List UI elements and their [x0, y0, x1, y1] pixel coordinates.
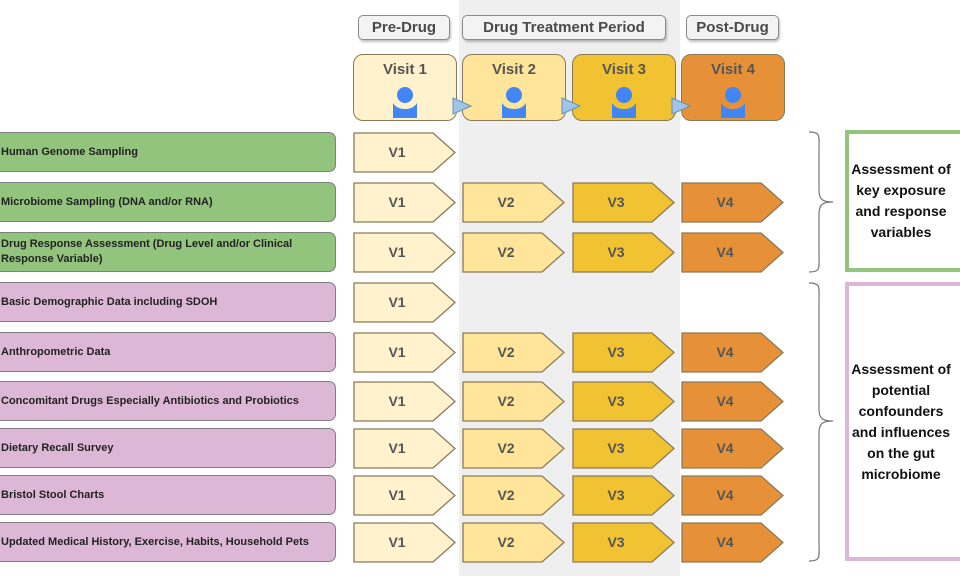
- chevron-label: V2: [497, 344, 515, 360]
- row-label: Dietary Recall Survey: [0, 428, 336, 468]
- phase-pre-drug: Pre-Drug: [358, 15, 450, 40]
- visit-chevron-v1: V1: [353, 475, 457, 516]
- visit-chevron-v1: V1: [353, 132, 457, 173]
- chevron-label: V1: [388, 194, 406, 210]
- visit-chevron-v1: V1: [353, 522, 457, 563]
- chevron-label: V3: [607, 534, 625, 550]
- chevron-label: V1: [388, 244, 406, 260]
- visit-card-4: Visit 4: [681, 54, 785, 121]
- chevron-label: V2: [497, 534, 515, 550]
- visit-chevron-v1: V1: [353, 381, 457, 422]
- chevron-label: V4: [716, 440, 734, 456]
- visit-chevron-v3: V3: [572, 232, 676, 273]
- visit-chevron-v2: V2: [462, 232, 566, 273]
- visit-chevron-v1: V1: [353, 282, 457, 323]
- row-label: Drug Response Assessment (Drug Level and…: [0, 232, 336, 272]
- chevron-label: V2: [497, 487, 515, 503]
- visit-label: Visit 2: [492, 61, 536, 78]
- visit-chevron-v1: V1: [353, 232, 457, 273]
- visit-chevron-v1: V1: [353, 428, 457, 469]
- chevron-label: V2: [497, 244, 515, 260]
- chevron-label: V4: [716, 344, 734, 360]
- key-variables-text: Assessment of key exposure and response …: [851, 161, 951, 240]
- chevron-label: V1: [388, 144, 406, 160]
- row-label: Updated Medical History, Exercise, Habit…: [0, 522, 336, 562]
- chevron-label: V2: [497, 440, 515, 456]
- chevron-label: V4: [716, 194, 734, 210]
- visit-chevron-v2: V2: [462, 428, 566, 469]
- visit-chevron-v4: V4: [681, 428, 785, 469]
- confounders-text: Assessment of potential confounders and …: [851, 360, 951, 482]
- flow-arrow-icon: [671, 97, 692, 120]
- phase-drug-treatment: Drug Treatment Period: [462, 15, 666, 40]
- visit-chevron-v3: V3: [572, 381, 676, 422]
- key-variables-box: Assessment of key exposure and response …: [845, 130, 960, 272]
- visit-chevron-v3: V3: [572, 475, 676, 516]
- chevron-label: V4: [716, 244, 734, 260]
- chevron-label: V3: [607, 244, 625, 260]
- chevron-label: V4: [716, 534, 734, 550]
- visit-label: Visit 4: [711, 61, 755, 78]
- chevron-label: V1: [388, 440, 406, 456]
- chevron-label: V2: [497, 194, 515, 210]
- visit-chevron-v4: V4: [681, 522, 785, 563]
- row-label: Basic Demographic Data including SDOH: [0, 282, 336, 322]
- chevron-label: V3: [607, 393, 625, 409]
- person-icon: [501, 86, 527, 123]
- flow-arrow-icon: [561, 97, 582, 120]
- visit-chevron-v3: V3: [572, 182, 676, 223]
- row-label: Anthropometric Data: [0, 332, 336, 372]
- visit-chevron-v2: V2: [462, 381, 566, 422]
- chevron-label: V1: [388, 294, 406, 310]
- flow-arrow-icon: [452, 97, 473, 120]
- chevron-label: V1: [388, 534, 406, 550]
- visit-chevron-v4: V4: [681, 475, 785, 516]
- row-label: Human Genome Sampling: [0, 132, 336, 172]
- visit-chevron-v4: V4: [681, 232, 785, 273]
- chevron-label: V4: [716, 393, 734, 409]
- visit-card-1: Visit 1: [353, 54, 457, 121]
- chevron-label: V3: [607, 440, 625, 456]
- visit-chevron-v2: V2: [462, 522, 566, 563]
- row-label: Concomitant Drugs Especially Antibiotics…: [0, 381, 336, 421]
- confounders-box: Assessment of potential confounders and …: [845, 282, 960, 561]
- visit-chevron-v3: V3: [572, 522, 676, 563]
- visit-chevron-v4: V4: [681, 332, 785, 373]
- person-icon: [392, 86, 418, 123]
- visit-chevron-v2: V2: [462, 332, 566, 373]
- chevron-label: V1: [388, 487, 406, 503]
- visit-chevron-v3: V3: [572, 332, 676, 373]
- bracket-confounders: [808, 282, 834, 562]
- chevron-label: V1: [388, 393, 406, 409]
- row-label: Microbiome Sampling (DNA and/or RNA): [0, 182, 336, 222]
- person-icon: [720, 86, 746, 123]
- bracket-key-variables: [808, 131, 834, 273]
- visit-chevron-v3: V3: [572, 428, 676, 469]
- visit-chevron-v1: V1: [353, 332, 457, 373]
- chevron-label: V4: [716, 487, 734, 503]
- row-label: Bristol Stool Charts: [0, 475, 336, 515]
- visit-label: Visit 1: [383, 61, 427, 78]
- phase-post-drug: Post-Drug: [686, 15, 779, 40]
- visit-chevron-v4: V4: [681, 182, 785, 223]
- chevron-label: V3: [607, 194, 625, 210]
- visit-chevron-v2: V2: [462, 182, 566, 223]
- visit-chevron-v2: V2: [462, 475, 566, 516]
- visit-label: Visit 3: [602, 61, 646, 78]
- person-icon: [611, 86, 637, 123]
- chevron-label: V3: [607, 344, 625, 360]
- chevron-label: V1: [388, 344, 406, 360]
- chevron-label: V2: [497, 393, 515, 409]
- visit-card-2: Visit 2: [462, 54, 566, 121]
- visit-chevron-v4: V4: [681, 381, 785, 422]
- chevron-label: V3: [607, 487, 625, 503]
- visit-card-3: Visit 3: [572, 54, 676, 121]
- visit-chevron-v1: V1: [353, 182, 457, 223]
